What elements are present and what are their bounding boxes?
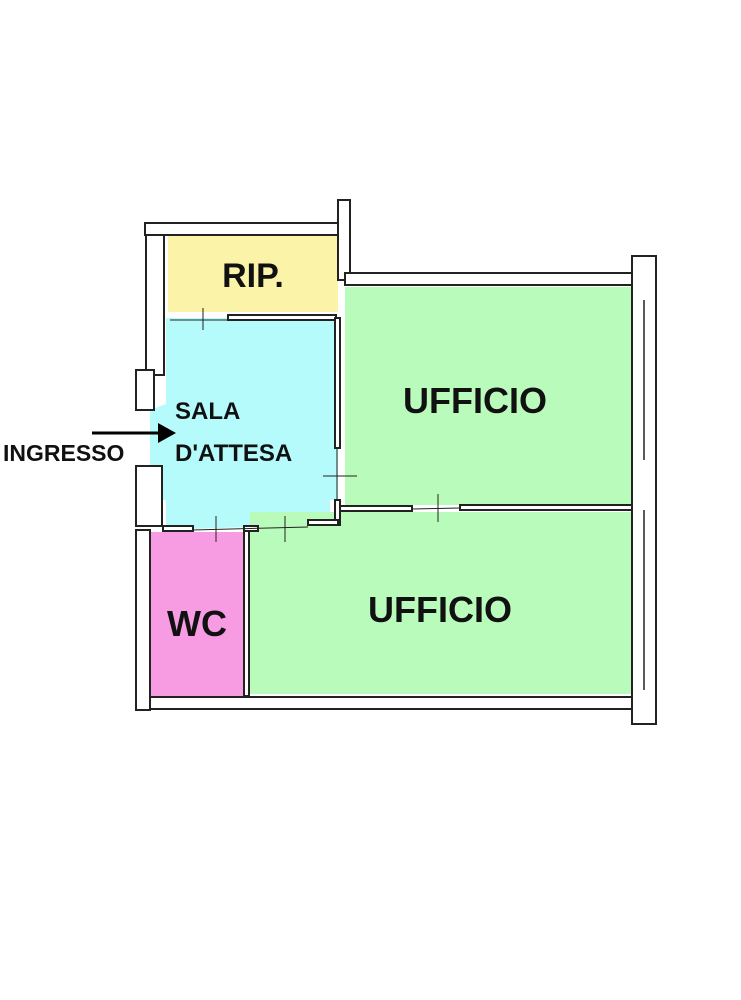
room-waiting-label-line1: SALA (175, 398, 240, 425)
room-wc-fill (151, 532, 244, 697)
room-office-top-fill (345, 287, 632, 505)
room-office-bottom-label: UFFICIO (368, 589, 512, 630)
room-office-bottom-fill (250, 512, 632, 694)
room-waiting-label-line2: D'ATTESA (175, 440, 292, 467)
entrance-arrow-icon (92, 423, 176, 443)
room-storage-label: RIP. (222, 257, 284, 295)
walls (135, 199, 657, 725)
room-office-top-label: UFFICIO (403, 380, 547, 421)
room-storage-fill (168, 236, 338, 312)
entrance-label: INGRESSO (3, 440, 124, 466)
room-waiting-fill (150, 318, 338, 530)
room-wc-label: WC (167, 603, 227, 644)
